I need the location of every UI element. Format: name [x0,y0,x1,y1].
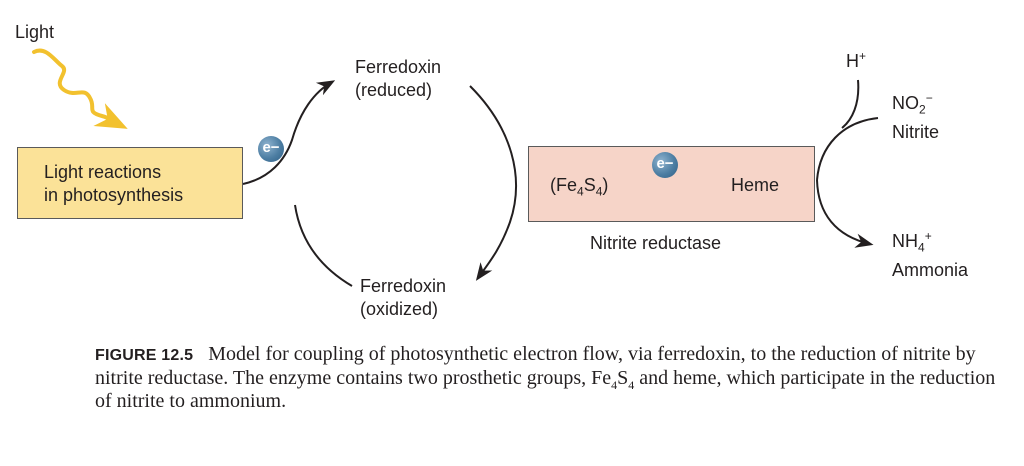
ammonia-formula: NH4+ [892,229,932,255]
nitrite-name: Nitrite [892,122,940,142]
nitrite-formula: NO2− [892,91,933,117]
fe4s4-label: (Fe4S4) [550,175,609,199]
ammonia-name: Ammonia [892,260,969,280]
ferredoxin-oxidized-line2: (oxidized) [360,299,439,319]
light-box-line2: in photosynthesis [44,185,184,205]
light-label: Light [15,22,55,42]
ferredoxin-right-arc [469,85,517,281]
light-box-line1: Light reactions [44,162,162,182]
proton-label: H+ [846,49,867,71]
light-wave-arrow [32,48,128,129]
nitrite-reductase-box: (Fe4S4) Heme [528,146,815,222]
light-to-ferredoxin-arc [242,80,336,185]
figure-label: FIGURE 12.5 [95,347,194,364]
ferredoxin-left-arc [294,204,353,287]
ferredoxin-oxidized-line1: Ferredoxin [360,276,447,296]
proton-input-curve [841,79,860,129]
ferredoxin-reduced-line1: Ferredoxin [355,57,442,77]
light-reactions-box: Light reactions in photosynthesis [17,147,243,219]
electron-icon-2: e− [652,152,678,178]
ferredoxin-reduced-line2: (reduced) [355,80,433,100]
ammonia-output-arrow [816,179,874,248]
nitrite-reductase-label: Nitrite reductase [590,233,722,253]
nitrite-input-curve [816,117,879,181]
figure-caption: FIGURE 12.5 Model for coupling of photos… [95,343,996,412]
electron-icon-1: e− [258,136,284,162]
heme-label: Heme [731,175,780,195]
